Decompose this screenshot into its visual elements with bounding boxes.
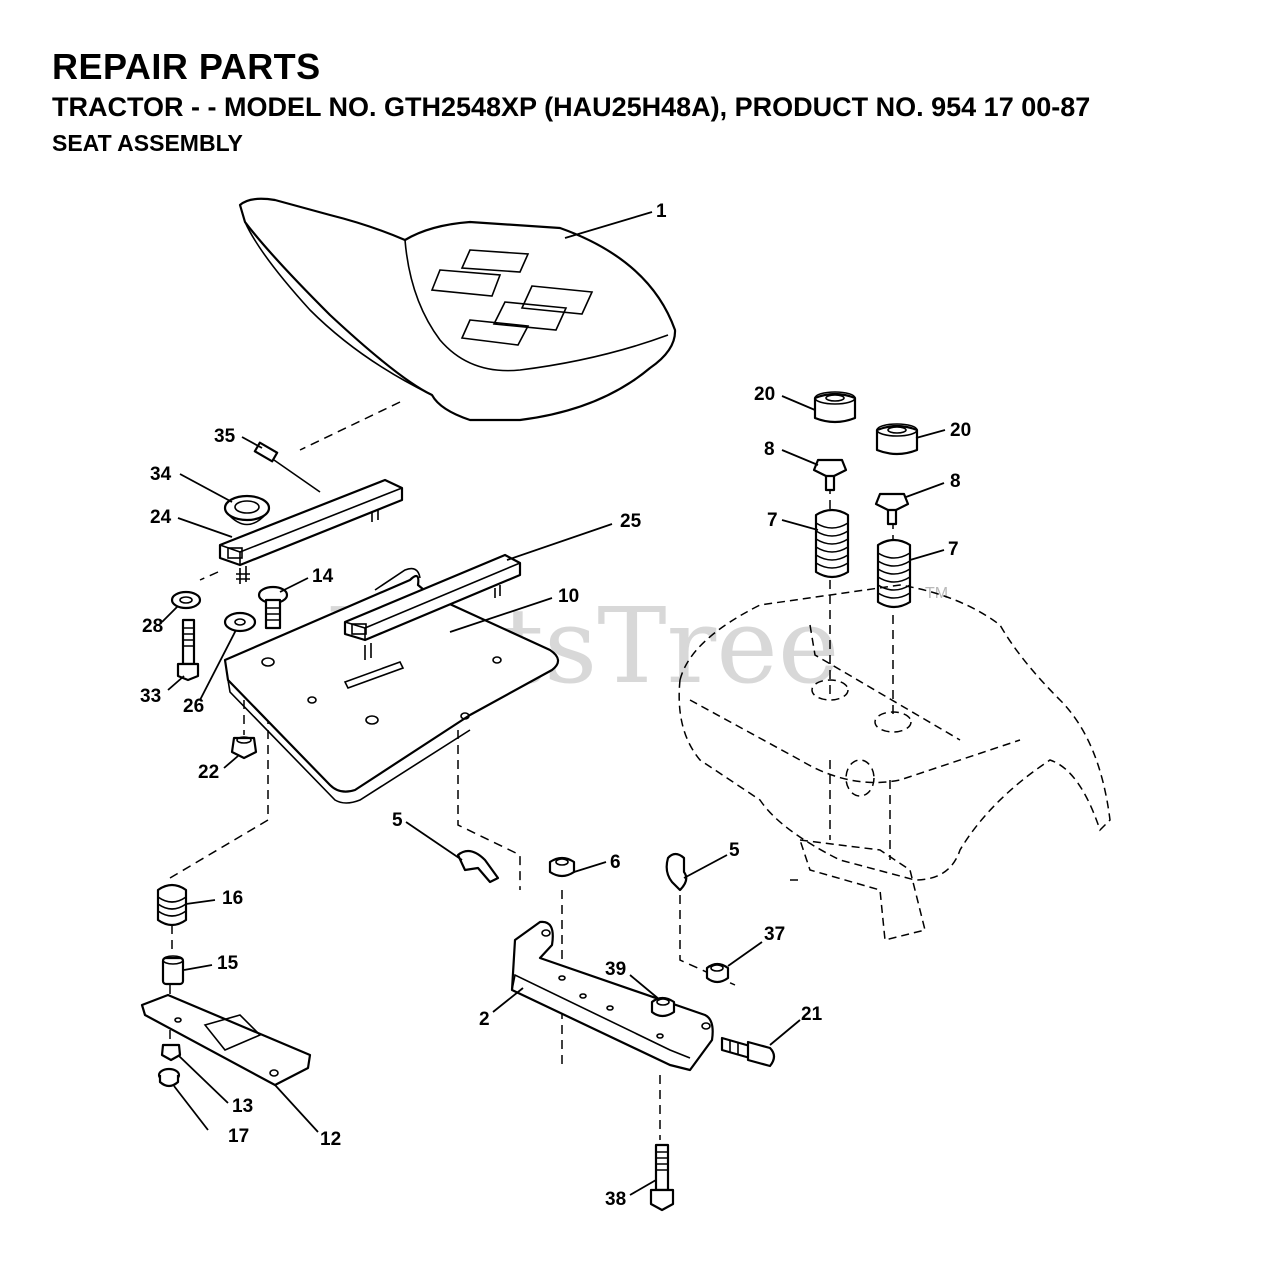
callout-35: 35 xyxy=(214,426,236,447)
bracket-2-part[interactable] xyxy=(510,920,714,1072)
nut-6-part[interactable] xyxy=(548,856,576,878)
washer-26-part[interactable] xyxy=(223,611,257,633)
bolt-8-left-part[interactable] xyxy=(812,458,848,492)
seat-rail-25-part[interactable] xyxy=(343,553,522,660)
bolt-8-right-part[interactable] xyxy=(874,492,910,526)
bolt-21-part[interactable] xyxy=(720,1036,776,1068)
callout-28: 28 xyxy=(142,616,163,637)
seat-rail-24-part[interactable] xyxy=(218,478,404,584)
nut-37-part[interactable] xyxy=(705,962,730,984)
bolt-38-part[interactable] xyxy=(649,1143,675,1212)
page-title: REPAIR PARTS xyxy=(52,46,321,87)
callout-20-right: 20 xyxy=(950,420,971,441)
callout-37: 37 xyxy=(764,924,785,945)
callout-14: 14 xyxy=(312,566,334,587)
spacer-20-left-part[interactable] xyxy=(813,391,857,424)
nut-17-part[interactable] xyxy=(157,1067,181,1088)
callout-1: 1 xyxy=(656,201,667,222)
spacer-20-right-part[interactable] xyxy=(875,423,919,456)
callout-8-right: 8 xyxy=(950,471,961,492)
callout-16: 16 xyxy=(222,888,243,909)
callout-22: 22 xyxy=(198,762,219,783)
callout-5-right: 5 xyxy=(729,840,740,861)
callout-5-left: 5 xyxy=(392,810,403,831)
clip-5-right-part[interactable] xyxy=(665,852,688,892)
callout-26: 26 xyxy=(183,696,204,717)
callout-7-right: 7 xyxy=(948,539,959,560)
bracket-plate-12-part[interactable] xyxy=(140,993,312,1087)
callout-25: 25 xyxy=(620,511,642,532)
callout-21: 21 xyxy=(801,1004,823,1025)
callout-38: 38 xyxy=(605,1189,626,1210)
callout-13: 13 xyxy=(232,1096,253,1117)
callout-8-left: 8 xyxy=(764,439,775,460)
callout-34: 34 xyxy=(150,464,172,485)
grommet-34-part[interactable] xyxy=(223,494,271,526)
callout-39: 39 xyxy=(605,959,626,980)
spring-7-left-part[interactable] xyxy=(814,508,850,579)
nut-22-part[interactable] xyxy=(230,736,258,760)
callout-2: 2 xyxy=(479,1009,490,1030)
bolt-33-part[interactable] xyxy=(176,618,200,682)
seat-pan-part[interactable] xyxy=(223,567,560,804)
spring-16-part[interactable] xyxy=(156,883,188,927)
model-subtitle: TRACTOR - - MODEL NO. GTH2548XP (HAU25H4… xyxy=(52,92,1091,122)
callout-33: 33 xyxy=(140,686,161,707)
callout-12: 12 xyxy=(320,1129,341,1150)
spring-7-right-part[interactable] xyxy=(876,538,912,609)
seat-part[interactable] xyxy=(238,197,677,422)
callout-20-left: 20 xyxy=(754,384,775,405)
spacer-15-part[interactable] xyxy=(161,955,185,986)
callout-17: 17 xyxy=(228,1126,249,1147)
callout-24: 24 xyxy=(150,507,172,528)
callout-10: 10 xyxy=(558,586,579,607)
washer-28-part[interactable] xyxy=(170,590,202,610)
section-title: SEAT ASSEMBLY xyxy=(52,130,243,156)
clip-5-left-part[interactable] xyxy=(456,849,500,884)
callout-6: 6 xyxy=(610,852,621,873)
nut-13-part[interactable] xyxy=(160,1043,182,1062)
callout-15: 15 xyxy=(217,953,239,974)
callout-7-left: 7 xyxy=(767,510,778,531)
nut-39-part[interactable] xyxy=(650,996,676,1018)
carriage-bolt-14-part[interactable] xyxy=(257,585,289,630)
pin-35-part[interactable] xyxy=(253,441,321,493)
fender-reference-outline xyxy=(678,584,1111,941)
